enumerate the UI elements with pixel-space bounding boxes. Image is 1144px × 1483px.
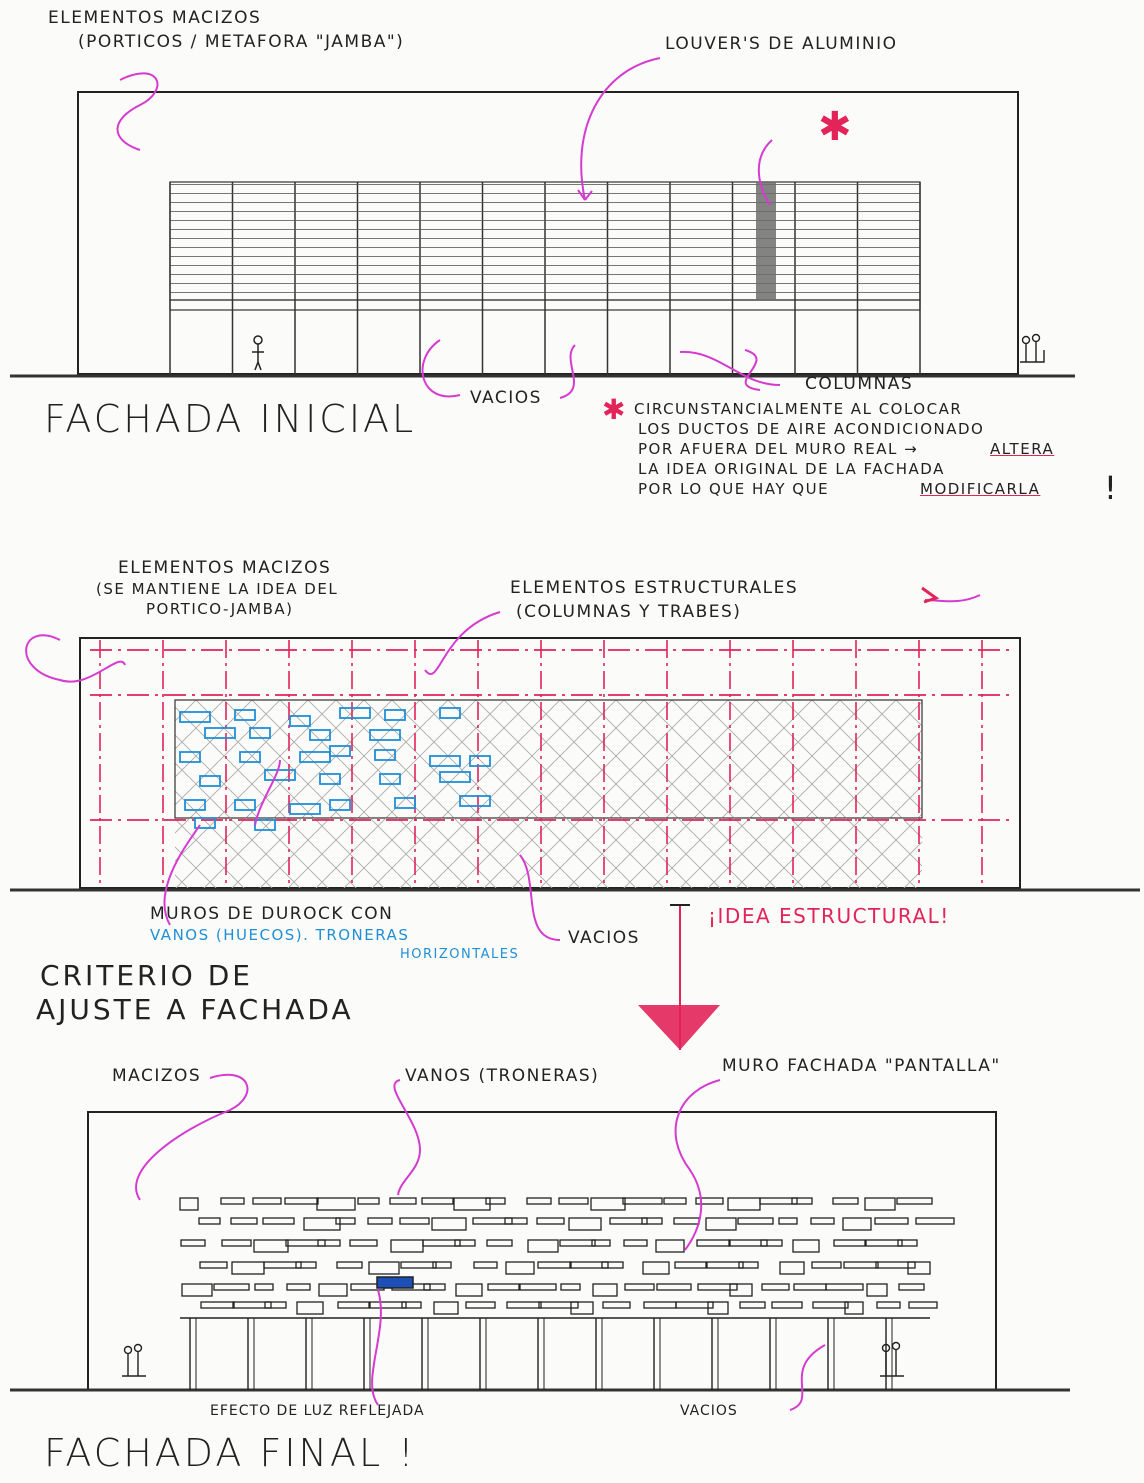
person-group-icon [1020, 333, 1045, 363]
label-vanos-huecos: VANOS (HUECOS). TRONERAS [150, 926, 410, 944]
label-porticos: (PORTICOS / METAFORA "JAMBA") [78, 32, 405, 52]
note-line: POR AFUERA DEL MURO REAL → [638, 440, 919, 458]
label-efecto-luz: EFECTO DE LUZ REFLEJADA [210, 1403, 425, 1419]
label-macizos: ELEMENTOS MACIZOS [48, 8, 262, 28]
person-icon [252, 335, 264, 371]
label-columnas-trabes: (COLUMNAS Y TRABES) [516, 602, 742, 622]
label-vacios: VACIOS [470, 388, 542, 408]
note-line: LA IDEA ORIGINAL DE LA FACHADA [638, 460, 945, 478]
label-vacios-3: VACIOS [680, 1403, 738, 1419]
title-ajuste: AJUSTE A FACHADA [36, 993, 354, 1026]
label-louvers: LOUVER'S DE ALUMINIO [665, 34, 898, 54]
title-fachada-inicial: FACHADA INICIAL [44, 397, 417, 441]
note-line: CIRCUNSTANCIALMENTE AL COLOCAR [634, 400, 963, 418]
label-macizos-2: ELEMENTOS MACIZOS [118, 558, 332, 578]
label-estructurales: ELEMENTOS ESTRUCTURALES [510, 578, 799, 598]
label-columnas: COLUMNAS [805, 374, 914, 394]
label-vacios-2: VACIOS [568, 928, 640, 948]
label-macizos-3: MACIZOS [112, 1066, 202, 1086]
elevation-initial: ✱ [10, 57, 1075, 399]
note-exclaim: ! [1104, 469, 1119, 507]
label-vanos-troneras: VANOS (TRONERAS) [405, 1066, 600, 1086]
note-modificarla: MODIFICARLA [920, 480, 1041, 498]
note-line: POR LO QUE HAY QUE [638, 480, 830, 498]
label-idea-estructural: ¡IDEA ESTRUCTURAL! [708, 904, 950, 928]
note-altera: ALTERA [990, 440, 1055, 458]
asterisk-icon: ✱ [602, 393, 627, 426]
person-group-icon [880, 1341, 904, 1377]
label-mantiene: (SE MANTIENE LA IDEA DEL [96, 580, 339, 598]
label-portico-jamba: PORTICO-JAMBA) [146, 600, 294, 618]
note-line: LOS DUCTOS DE AIRE ACONDICIONADO [638, 420, 985, 438]
label-muros: MUROS DE DUROCK CON [150, 904, 394, 924]
title-fachada-final: FACHADA FINAL ! [44, 1431, 417, 1475]
title-criterio: CRITERIO DE [40, 959, 253, 992]
label-muro-pantalla: MURO FACHADA "PANTALLA" [722, 1056, 1001, 1076]
elevation-criteria [10, 586, 1140, 1050]
svg-text:✱: ✱ [818, 104, 852, 150]
elevation-final [10, 1073, 1070, 1411]
ac-duct [756, 182, 776, 300]
label-horizontales: HORIZONTALES [400, 947, 520, 962]
reflected-light-panel [376, 1276, 414, 1289]
person-group-icon [122, 1343, 146, 1377]
